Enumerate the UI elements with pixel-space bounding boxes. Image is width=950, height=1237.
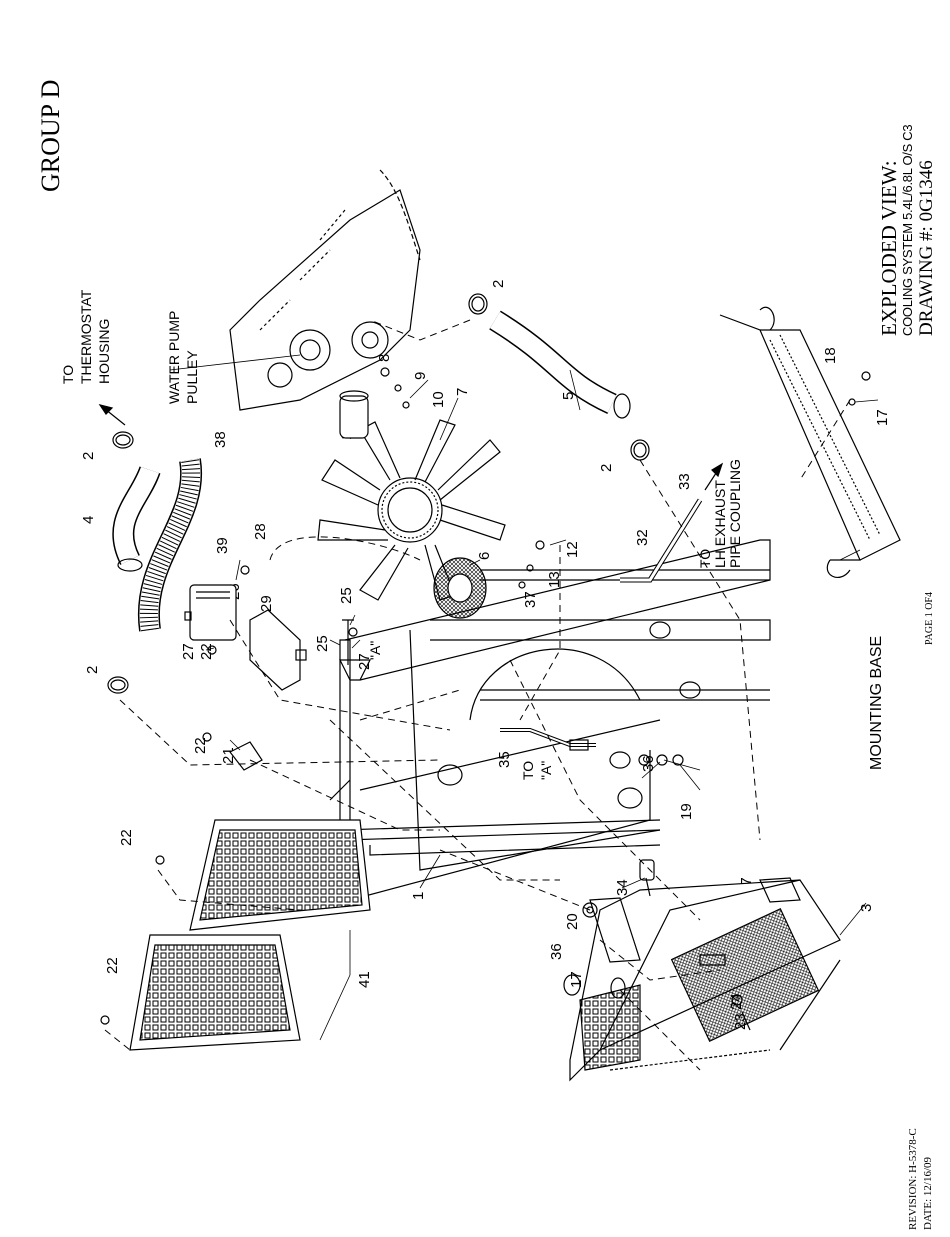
hose-clamp-top (112, 431, 134, 449)
assembly-lines (104, 319, 851, 1071)
bracket-28 (249, 609, 301, 691)
leader-lines (169, 354, 879, 1041)
spacer-12 (339, 390, 369, 439)
hardware (100, 367, 871, 1031)
hose-clamp-left (107, 676, 129, 694)
grille-41-rear (189, 819, 371, 931)
bracket-11-b (759, 877, 801, 903)
overflow-tank-29 (184, 584, 237, 641)
hose-clamp-right-top (468, 293, 488, 315)
grille-41-front (129, 934, 301, 1051)
upper-hose-4 (112, 466, 161, 572)
fan-shroud-1 (329, 539, 771, 901)
engine-front (229, 169, 421, 411)
fan-clutch-6 (433, 557, 487, 619)
bracket-21 (229, 741, 263, 771)
side-channels (339, 569, 770, 856)
pipe-35 (500, 728, 596, 751)
bracket-11-a (589, 897, 641, 963)
hose-clamp-right-bottom (630, 439, 650, 461)
lower-hose-5 (489, 310, 631, 419)
pipe-32 (620, 462, 724, 583)
mounting-base-rail (719, 306, 901, 578)
corrugated-hose-39 (137, 458, 203, 632)
radiator-3 (569, 879, 841, 1082)
